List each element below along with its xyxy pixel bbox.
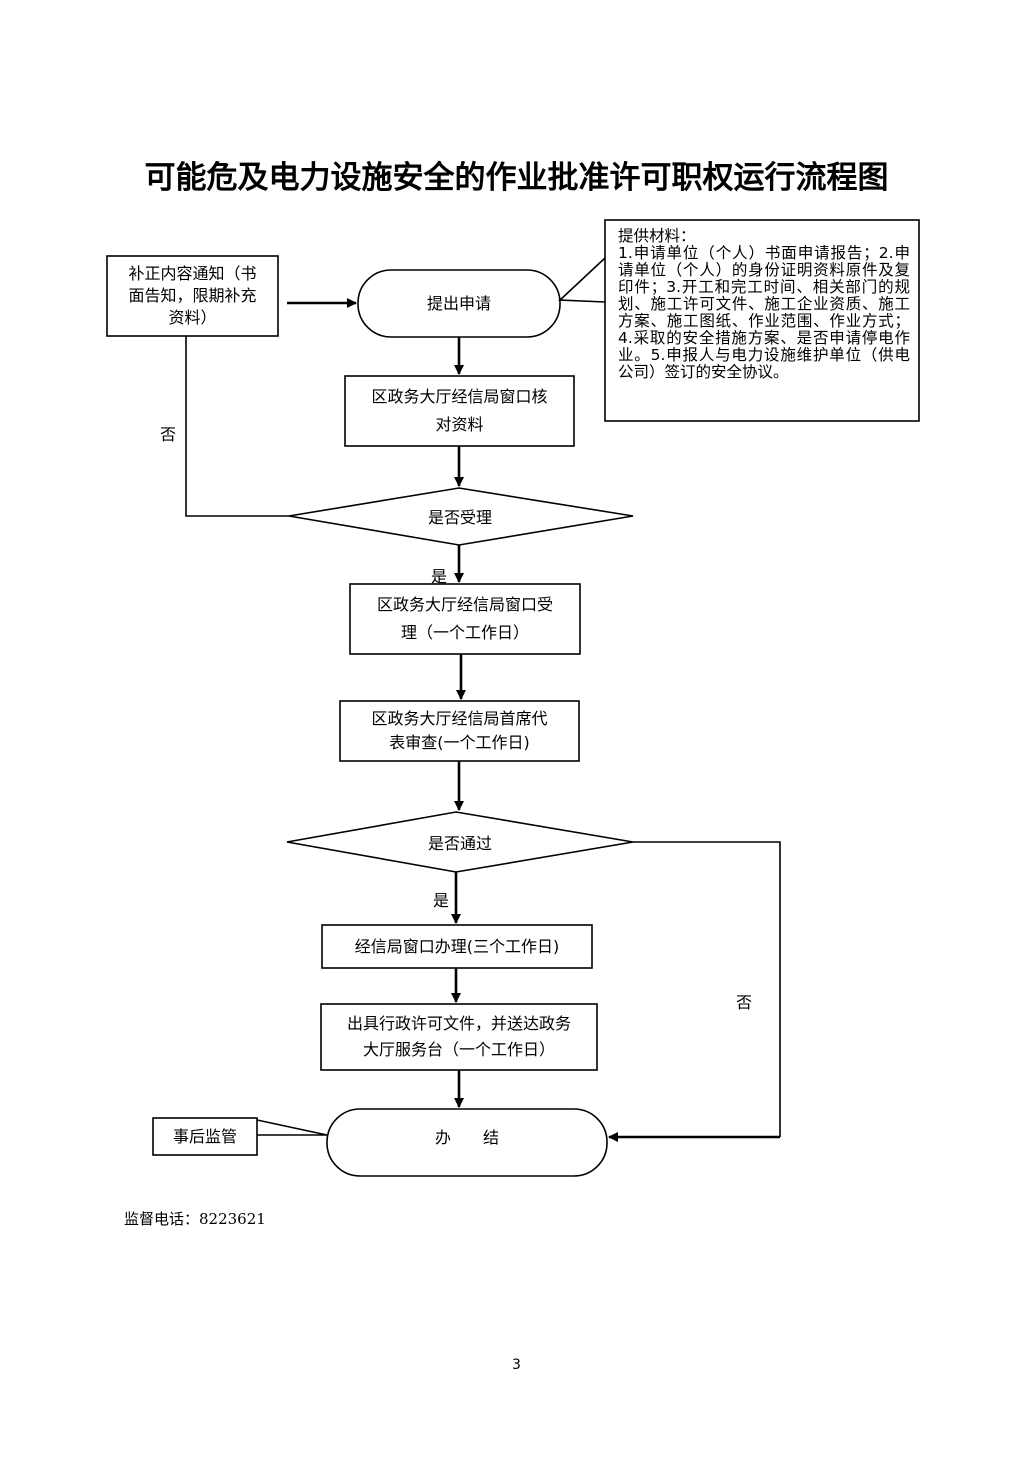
correction-notice-label: 补正内容通知（书 面告知，限期补充 资料）: [128, 264, 257, 327]
materials-note-heading: 提供材料：: [618, 227, 696, 245]
page-number: 3: [512, 1357, 521, 1373]
correction-notice-box: [106, 255, 279, 337]
window-processing-label: 经信局窗口办理(三个工作日): [354, 936, 560, 956]
page-title: 可能危及电力设施安全的作业批准许可职权运行流程图: [144, 160, 889, 196]
materials-note-body: 1.申请单位（个人）书面申请报告；2.申请单位（个人）的身份证明资料原件及复印件…: [618, 244, 910, 381]
chief-review-label: 区政务大厅经信局首席代 表审查(一个工作日): [371, 709, 548, 752]
post-supervision-pointer: [256, 1119, 328, 1136]
accept-decision-diamond: [288, 487, 634, 546]
complete-label: 办 结: [434, 1128, 499, 1147]
verify-documents-label: 区政务大厅经信局窗口核 对资料: [371, 387, 548, 434]
materials-note: 提供材料： 1.申请单位（个人）书面申请报告；2.申请单位（个人）的身份证明资料…: [618, 228, 910, 381]
line-accept-no-to-correction: [185, 336, 289, 517]
materials-callout-pointer: [558, 257, 606, 303]
submit-application-label: 提出申请: [426, 293, 491, 313]
edge-label-pass-yes: 是: [433, 891, 450, 910]
edge-label-accept-yes: 是: [431, 567, 448, 586]
window-acceptance-box: [349, 583, 581, 655]
complete-terminator: [326, 1108, 608, 1177]
supervision-phone: 监督电话：8223621: [124, 1210, 266, 1228]
edge-label-pass-no: 否: [736, 993, 753, 1012]
edge-label-accept-no: 否: [160, 425, 177, 444]
post-supervision-label: 事后监管: [172, 1126, 237, 1146]
issue-permit-label: 出具行政许可文件，并送达政务 大厅服务台（一个工作日）: [346, 1014, 571, 1059]
post-supervision-box: [152, 1117, 258, 1156]
window-acceptance-label: 区政务大厅经信局窗口受 理（一个工作日）: [376, 595, 553, 642]
line-pass-no: [633, 841, 781, 1137]
accept-decision-label: 是否受理: [427, 508, 492, 527]
materials-note-box: [604, 219, 920, 422]
pass-decision-label: 是否通过: [427, 834, 492, 853]
